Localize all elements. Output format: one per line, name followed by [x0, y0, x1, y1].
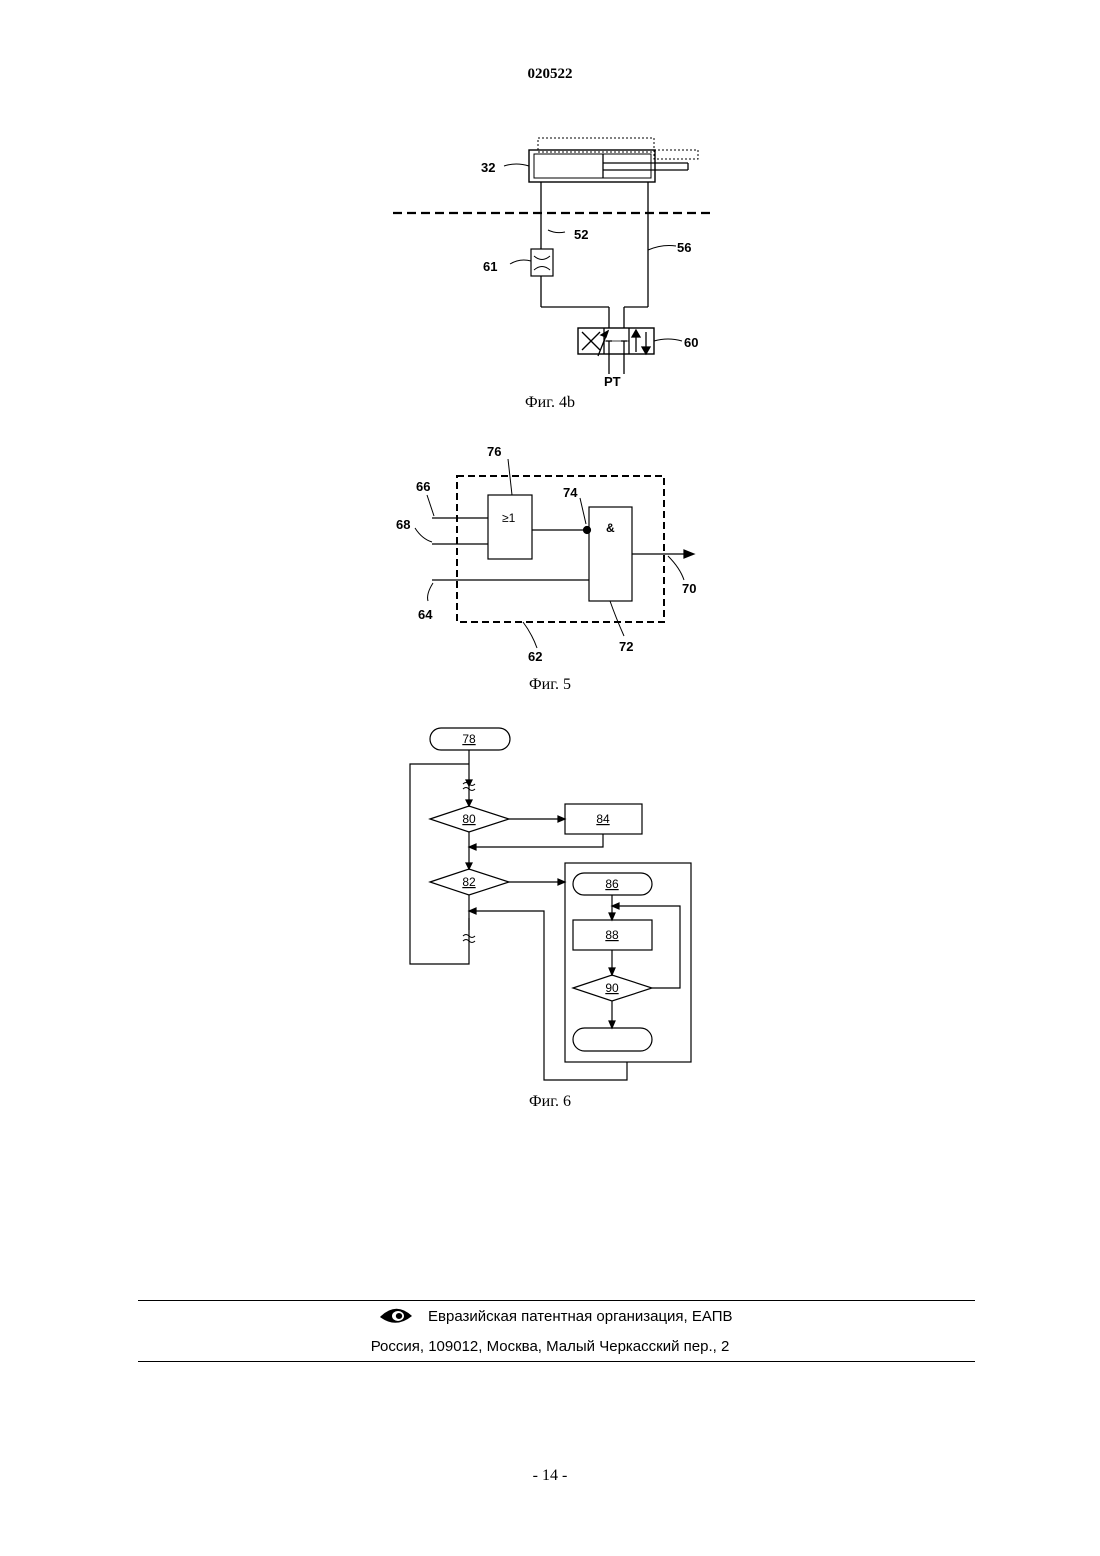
label-56: 56 [677, 240, 691, 255]
footer-org-line: Евразийская патентная организация, ЕАПВ [378, 1307, 733, 1325]
label-68: 68 [396, 517, 410, 532]
label-32: 32 [481, 160, 495, 175]
cylinder-body [529, 150, 655, 182]
label-82: 82 [462, 875, 476, 889]
label-86: 86 [605, 877, 619, 891]
eapo-logo-icon [378, 1307, 414, 1325]
label-61: 61 [483, 259, 497, 274]
label-84: 84 [596, 812, 610, 826]
label-52: 52 [574, 227, 588, 242]
label-62: 62 [528, 649, 542, 664]
figure-4b-caption: Фиг. 4b [0, 394, 1100, 412]
and-gate-symbol: & [606, 521, 615, 535]
figure-5-caption: Фиг. 5 [0, 676, 1100, 694]
document-number: 020522 [0, 66, 1100, 83]
label-90: 90 [605, 981, 619, 995]
label-64: 64 [418, 607, 433, 622]
page-number: - 14 - [0, 1467, 1100, 1485]
subroutine-frame [565, 863, 691, 1062]
label-78: 78 [462, 732, 476, 746]
label-pt: PT [604, 374, 621, 389]
or-gate-76 [488, 495, 532, 559]
label-60: 60 [684, 335, 698, 350]
label-76: 76 [487, 444, 501, 459]
label-70: 70 [682, 581, 696, 596]
figure-5-diagram: ≥1 & 76 74 66 68 64 70 62 72 [0, 438, 1100, 678]
footer-address: Россия, 109012, Москва, Малый Черкасский… [0, 1338, 1100, 1355]
figure-6-flowchart: 78 80 84 82 86 88 90 [0, 718, 1100, 1098]
throttle-61 [531, 249, 553, 276]
end-terminal [573, 1028, 652, 1051]
label-66: 66 [416, 479, 430, 494]
label-74: 74 [563, 485, 578, 500]
footer-divider-bottom [138, 1361, 975, 1362]
footer-org-name: Евразийская патентная организация, ЕАПВ [428, 1308, 733, 1325]
negation-dot-74 [584, 527, 591, 534]
label-88: 88 [605, 928, 619, 942]
label-80: 80 [462, 812, 476, 826]
footer-divider-top [138, 1300, 975, 1301]
or-gate-symbol: ≥1 [502, 511, 516, 525]
figure-6-caption: Фиг. 6 [0, 1093, 1100, 1111]
label-72: 72 [619, 639, 633, 654]
